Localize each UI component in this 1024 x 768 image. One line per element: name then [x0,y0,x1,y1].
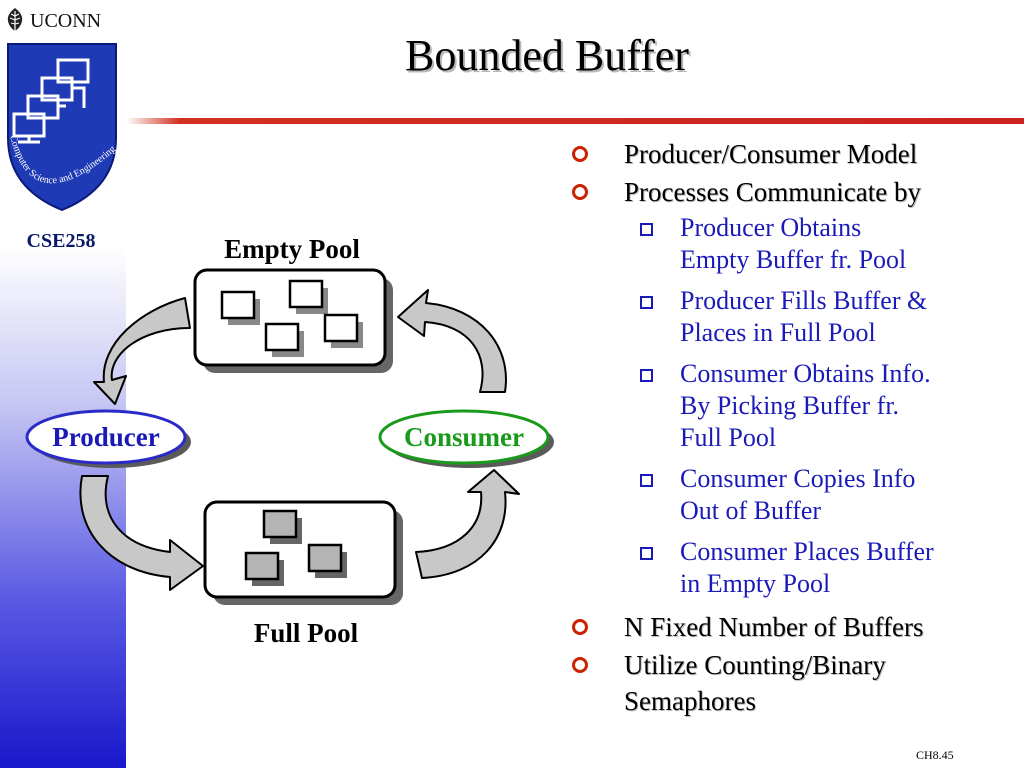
square-bullet-icon [640,474,653,487]
bullet-list: Producer/Consumer Model Processes Commun… [560,136,1020,721]
sub-bullet-line: Consumer Obtains Info. [680,359,931,388]
bullet-text: Processes Communicate by [624,177,921,207]
sub-bullet-item: Consumer Places Buffer in Empty Pool [640,536,1020,600]
ring-bullet-icon [572,657,588,673]
sub-bullet-line: in Empty Pool [680,569,831,598]
title-divider [126,118,1024,124]
square-bullet-icon [640,369,653,382]
empty-buffer [323,313,363,348]
sub-bullet-list: Producer Obtains Empty Buffer fr. Pool P… [560,212,1020,600]
square-bullet-icon [640,296,653,309]
bullet-item: Producer/Consumer Model [560,136,1020,172]
curved-arrow-producer-to-full [79,475,204,591]
producer-label: Producer [52,422,159,452]
sub-bullet-group: Producer Obtains Empty Buffer fr. Pool P… [560,212,1020,600]
sub-bullet-line: Out of Buffer [680,496,822,525]
networked-computers-icon [12,58,90,144]
bullet-item: N Fixed Number of Buffers [560,609,1020,645]
sub-bullet-line: Empty Buffer fr. Pool [680,245,907,274]
sub-bullet-line: Consumer Places Buffer [680,537,934,566]
sub-bullet-line: Full Pool [680,423,777,452]
curved-arrow-empty-to-producer [93,297,191,405]
empty-pool-label: Empty Pool [224,234,360,264]
ring-bullet-icon [572,146,588,162]
empty-pool [193,268,393,373]
full-buffer [262,509,302,544]
full-buffer [244,551,284,586]
full-buffer [307,543,347,578]
course-code: CSE258 [26,230,96,252]
full-pool-label: Full Pool [254,618,359,648]
brand-logo: UCONN [4,6,101,36]
bullet-text: Utilize Counting/Binary Semaphores [624,650,886,716]
brand-name: UCONN [30,9,102,32]
bullet-item: Processes Communicate by [560,174,1020,210]
sub-bullet-item: Producer Obtains Empty Buffer fr. Pool [640,212,1020,276]
bullet-item: Utilize Counting/Binary Semaphores [560,647,964,719]
department-seal: Computer Science and Engineering [7,43,118,212]
slide-title: Bounded Buffer [405,31,689,80]
sub-bullet-line: Producer Obtains [680,213,862,242]
empty-buffer [288,279,328,314]
square-bullet-icon [640,223,653,236]
empty-buffer [220,290,260,325]
page-reference: CH8.45 [916,748,954,762]
consumer-node: Consumer [378,409,554,468]
sub-bullet-item: Consumer Obtains Info. By Picking Buffer… [640,358,1020,454]
oak-leaf-icon [7,8,23,34]
curved-arrow-full-to-consumer [415,469,520,579]
producer-node: Producer [25,409,191,468]
sub-bullet-line: Consumer Copies Info [680,464,916,493]
sub-bullet-item: Consumer Copies Info Out of Buffer [640,463,1020,527]
bullet-text: Producer/Consumer Model [624,139,918,169]
square-bullet-icon [640,547,653,560]
sub-bullet-line: Producer Fills Buffer & [680,286,928,315]
sub-bullet-item: Producer Fills Buffer & Places in Full P… [640,285,1020,349]
ring-bullet-icon [572,619,588,635]
sub-bullet-line: By Picking Buffer fr. [680,391,900,420]
consumer-label: Consumer [404,422,524,452]
bullet-text: N Fixed Number of Buffers [624,612,924,642]
empty-buffer [264,322,304,357]
curved-arrow-consumer-to-empty [397,289,507,393]
full-pool [203,500,403,605]
ring-bullet-icon [572,184,588,200]
sub-bullet-line: Places in Full Pool [680,318,876,347]
